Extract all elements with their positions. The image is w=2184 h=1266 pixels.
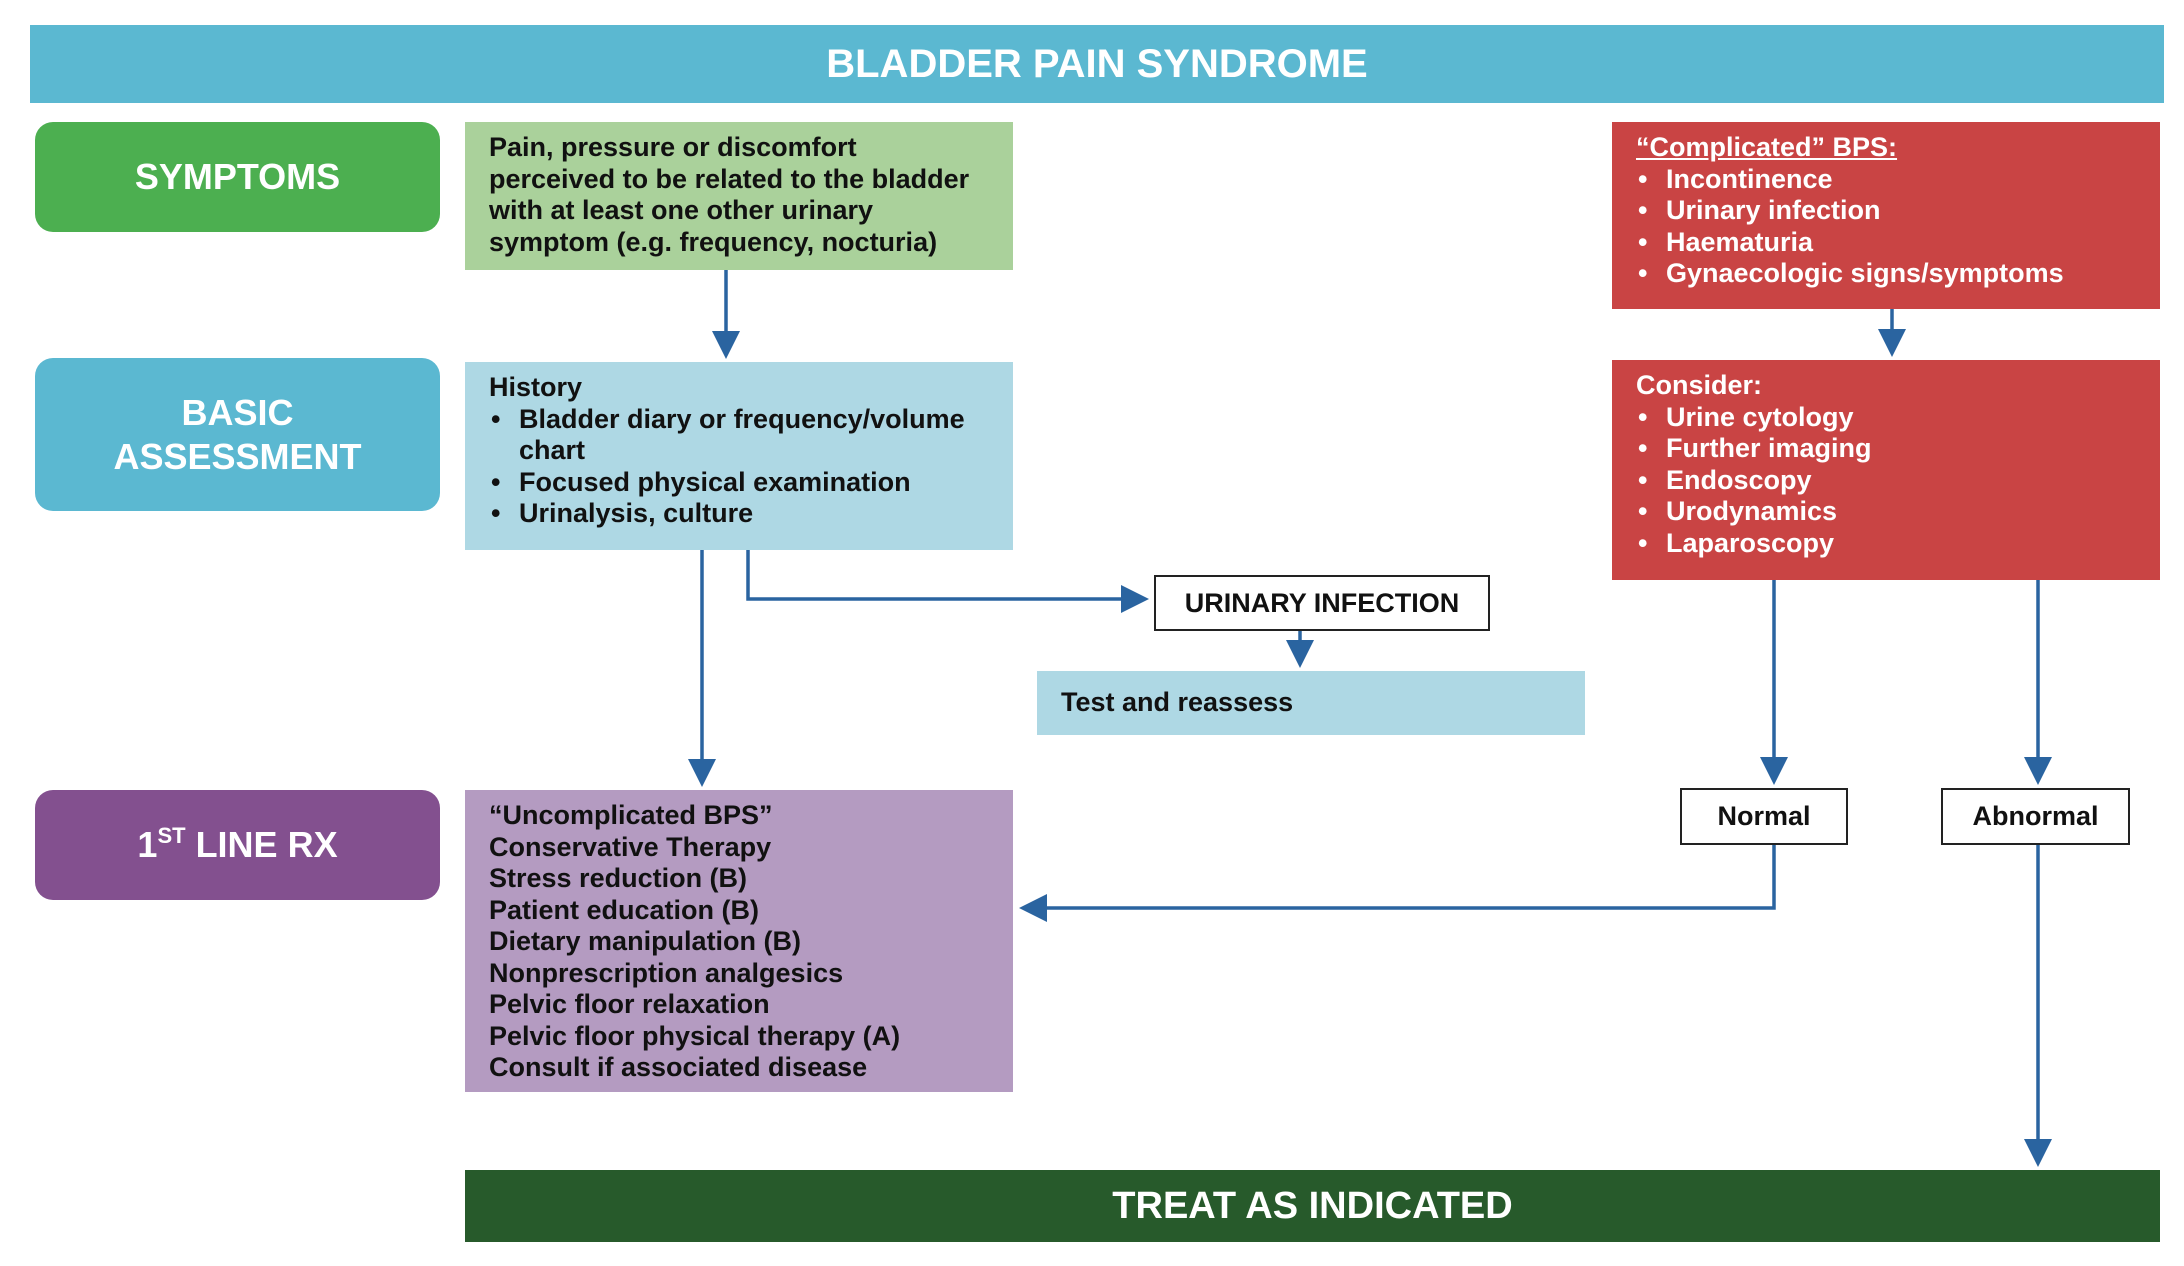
stage-rx-label: 1ST LINE RX — [137, 823, 337, 867]
consider-item: Laparoscopy — [1636, 528, 2136, 560]
complicated-list: Incontinence Urinary infection Haematuri… — [1636, 164, 2136, 290]
treat-as-indicated-bar: TREAT AS INDICATED — [465, 1170, 2160, 1242]
treat-label: TREAT AS INDICATED — [1112, 1184, 1513, 1227]
consider-heading: Consider: — [1636, 370, 1763, 400]
arrow-assessment-to-infection — [746, 550, 1149, 613]
abnormal-box: Abnormal — [1941, 788, 2130, 845]
normal-box: Normal — [1680, 788, 1848, 845]
assessment-item: Bladder diary or frequency/volume chart — [489, 404, 989, 467]
abnormal-label: Abnormal — [1972, 801, 2099, 831]
first-line-item: Dietary manipulation (B) — [489, 926, 802, 956]
complicated-bps-box: “Complicated” BPS: Incontinence Urinary … — [1612, 122, 2160, 309]
symptoms-text: Pain, pressure or discomfort perceived t… — [489, 132, 970, 257]
stage-basic-assessment: BASIC ASSESSMENT — [35, 358, 440, 511]
stage-symptoms: SYMPTOMS — [35, 122, 440, 232]
urinary-infection-box: URINARY INFECTION — [1154, 575, 1490, 631]
stage-rx-superscript: ST — [157, 823, 186, 848]
stage-first-line-rx: 1ST LINE RX — [35, 790, 440, 900]
consider-item: Urodynamics — [1636, 496, 2136, 528]
assessment-list: Bladder diary or frequency/volume chart … — [489, 404, 989, 530]
first-line-item: Pelvic floor physical therapy (A) — [489, 1020, 901, 1051]
first-line-item: Conservative Therapy — [489, 831, 772, 862]
test-reassess-box: Test and reassess — [1037, 671, 1585, 735]
assessment-box: History Bladder diary or frequency/volum… — [465, 362, 1013, 550]
first-line-item: Stress reduction (B) — [489, 863, 748, 893]
consider-item: Further imaging — [1636, 433, 2136, 465]
complicated-item: Urinary infection — [1636, 195, 2136, 227]
symptoms-box: Pain, pressure or discomfort perceived t… — [465, 122, 1013, 270]
test-reassess-label: Test and reassess — [1061, 687, 1294, 718]
first-line-item: Pelvic floor relaxation — [489, 989, 770, 1019]
consider-list: Urine cytology Further imaging Endoscopy… — [1636, 402, 2136, 560]
first-line-item: Consult if associated disease — [489, 1052, 868, 1082]
arrow-normal-to-first-line — [1019, 845, 1776, 922]
consider-box: Consider: Urine cytology Further imaging… — [1612, 360, 2160, 580]
assessment-item: Focused physical examination — [489, 467, 989, 499]
assessment-item: Urinalysis, culture — [489, 498, 989, 530]
first-line-item: Nonprescription analgesics — [489, 957, 844, 988]
assessment-heading: History — [489, 372, 583, 402]
consider-item: Urine cytology — [1636, 402, 2136, 434]
complicated-item: Gynaecologic signs/symptoms — [1636, 258, 2136, 290]
stage-rx-main: 1 — [137, 824, 158, 865]
consider-item: Endoscopy — [1636, 465, 2136, 497]
first-line-item: Patient education (B) — [489, 894, 760, 925]
first-line-item: “Uncomplicated BPS” — [489, 800, 773, 830]
title-bar: BLADDER PAIN SYNDROME — [30, 25, 2164, 103]
first-line-box: “Uncomplicated BPS” Conservative Therapy… — [465, 790, 1013, 1092]
urinary-infection-label: URINARY INFECTION — [1184, 587, 1460, 618]
complicated-item: Incontinence — [1636, 164, 2136, 196]
stage-rx-rest: LINE RX — [185, 824, 338, 865]
normal-label: Normal — [1717, 801, 1811, 831]
stage-assessment-line1: BASIC — [181, 391, 294, 433]
complicated-item: Haematuria — [1636, 227, 2136, 259]
stage-symptoms-label: SYMPTOMS — [134, 156, 341, 197]
complicated-heading: “Complicated” BPS: — [1636, 132, 1898, 162]
stage-assessment-line2: ASSESSMENT — [113, 435, 362, 477]
diagram-title: BLADDER PAIN SYNDROME — [826, 41, 1368, 86]
